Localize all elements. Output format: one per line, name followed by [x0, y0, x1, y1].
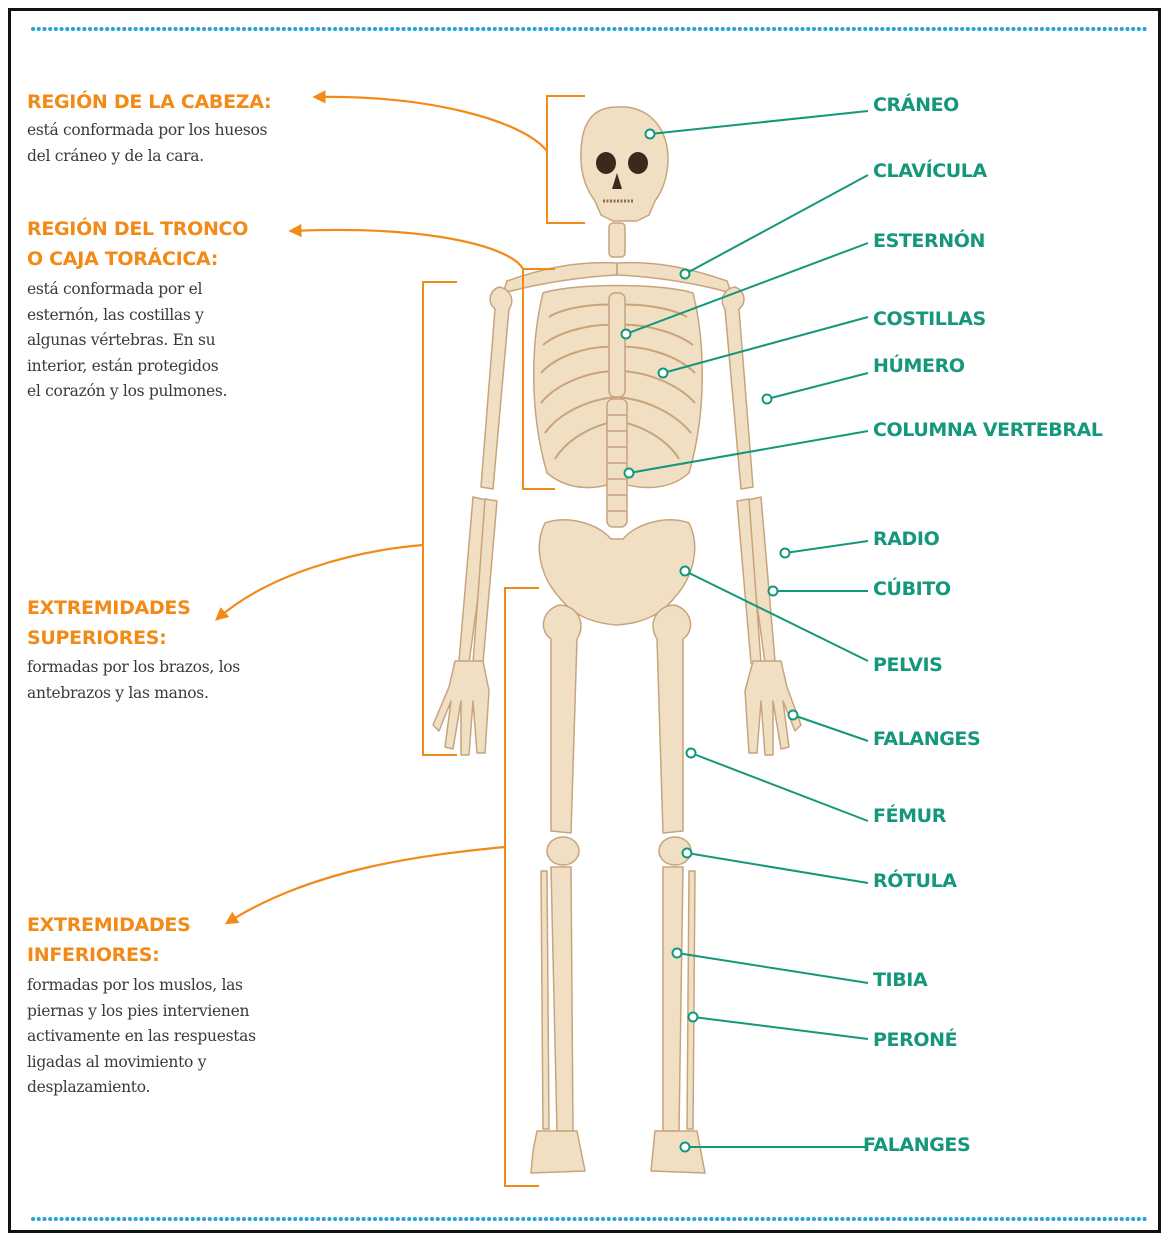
label-radio: RADIO	[873, 527, 939, 551]
label-humero: HÚMERO	[873, 354, 965, 378]
label-rotula: RÓTULA	[873, 869, 957, 893]
label-perone: PERONÉ	[873, 1028, 957, 1052]
arrow-trunk-region	[291, 230, 523, 269]
label-costillas: COSTILLAS	[873, 307, 986, 331]
label-craneo: CRÁNEO	[873, 93, 959, 117]
infographic-frame: REGIÓN DE LA CABEZA: está conformada por…	[8, 8, 1161, 1233]
skeleton-diagram	[11, 11, 1158, 1230]
arrow-lower-limbs-region	[227, 847, 505, 923]
skeleton-illustration	[433, 107, 801, 1173]
label-falanges-pie: FALANGES	[863, 1133, 970, 1157]
label-clavicula: CLAVÍCULA	[873, 159, 987, 183]
bottom-dotted-rule	[31, 1215, 1151, 1223]
bracket-head	[547, 96, 585, 223]
skull-shape	[581, 107, 668, 221]
arrow-upper-limbs-region	[217, 545, 423, 619]
label-esternon: ESTERNÓN	[873, 229, 985, 253]
label-pelvis: PELVIS	[873, 653, 942, 677]
label-cubito: CÚBITO	[873, 577, 951, 601]
label-falanges-mano: FALANGES	[873, 727, 980, 751]
label-columna-vertebral: COLUMNA VERTEBRAL	[873, 418, 1103, 442]
bracket-lower-limbs	[505, 588, 539, 1186]
region-arrows	[217, 97, 547, 923]
label-tibia: TIBIA	[873, 968, 927, 992]
arrow-head-region	[315, 97, 547, 151]
label-femur: FÉMUR	[873, 804, 946, 828]
